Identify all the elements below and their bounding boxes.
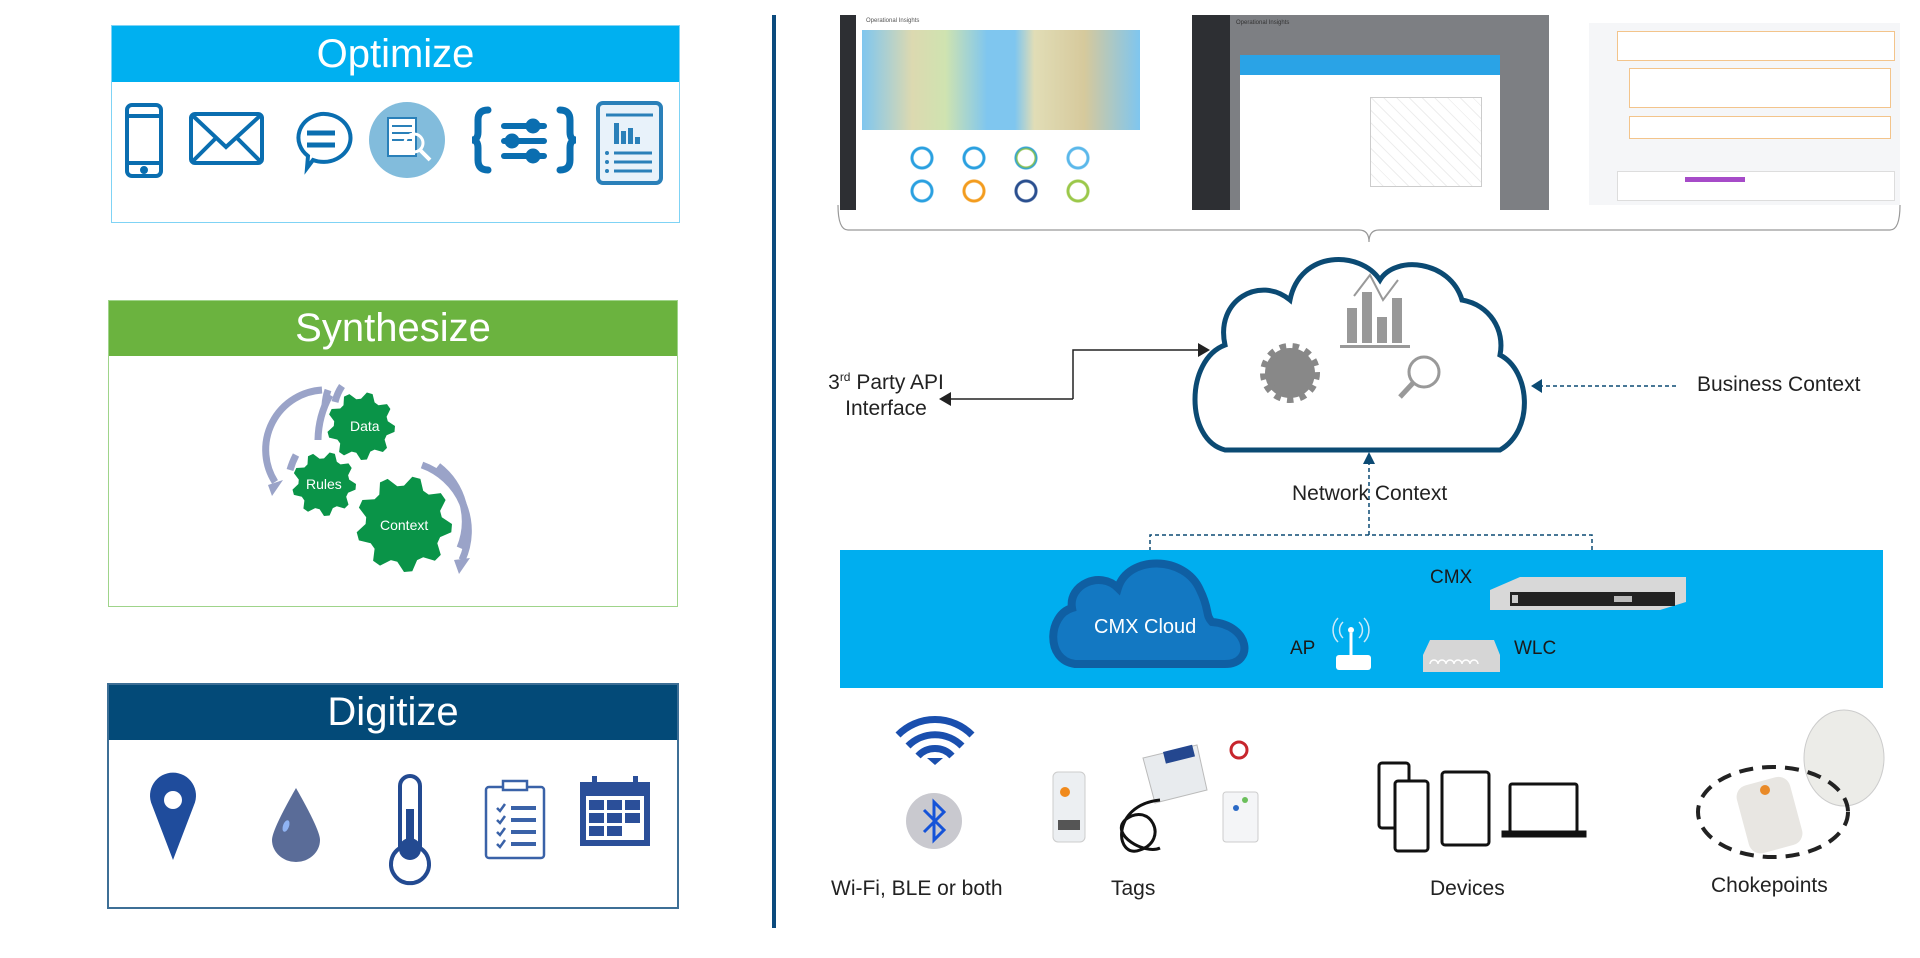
grouping-brace: [837, 204, 1901, 243]
thumb-floorplan: [1370, 97, 1482, 187]
thumb-action-buttons: [1685, 177, 1745, 182]
digitize-header: Digitize: [109, 685, 677, 740]
bluetooth-icon: [906, 793, 962, 849]
gear-rules: [292, 452, 356, 516]
wifi-icon: [895, 716, 975, 765]
api-label-line2: Interface: [845, 397, 927, 420]
digitize-panel: Digitize: [107, 683, 679, 909]
api-inbound-line: [1072, 349, 1200, 399]
screenshot-rule-editor: [1589, 23, 1900, 205]
thumb-donuts: [870, 143, 1130, 203]
document-search-icon: [369, 102, 445, 178]
gears: [292, 392, 452, 572]
thermometer-icon: [389, 774, 431, 886]
screenshot-dashboard: Operational Insights: [840, 15, 1144, 210]
network-context-label: Network Context: [1292, 482, 1448, 505]
category-wifi-ble: Wi-Fi, BLE or both: [831, 877, 1003, 900]
vertical-divider: [772, 15, 776, 928]
thumb-temperature: [1629, 116, 1891, 139]
magnifier-icon: [1398, 355, 1441, 399]
access-point-icon: [1332, 617, 1371, 670]
digitize-title: Digitize: [327, 690, 459, 734]
tags-image: [1052, 740, 1259, 853]
gear-label-data: Data: [350, 418, 380, 434]
location-pin-icon: [150, 772, 197, 860]
gear-icon: [1260, 343, 1320, 403]
cmx-cloud-label: CMX Cloud: [1094, 616, 1197, 638]
mail-icon: [189, 112, 264, 165]
network-context-arrow: [1363, 452, 1375, 464]
gear-label-rules: Rules: [306, 476, 342, 492]
thumb-title: Operational Insights: [866, 18, 920, 24]
analytics-cloud: [1192, 257, 1527, 453]
ap-label: AP: [1290, 638, 1316, 659]
wlc-icon: [1423, 640, 1500, 672]
bar-chart-icon: [1340, 273, 1410, 348]
arrowhead-right: [454, 558, 470, 574]
synthesize-panel: Synthesize: [108, 300, 678, 607]
gear-label-context: Context: [380, 517, 429, 533]
server-icon: [1490, 577, 1686, 610]
optimize-title: Optimize: [316, 31, 475, 76]
cycle-arrow-top: [331, 384, 345, 403]
thumb-actions: [1617, 171, 1895, 201]
mobile-phone-icon: [125, 103, 163, 178]
left-icons: [125, 101, 663, 886]
thumb-modal-header: [1240, 55, 1500, 75]
api-outbound-arrow: [939, 392, 951, 406]
report-icon: [596, 101, 663, 185]
category-devices: Devices: [1430, 877, 1505, 900]
thumb-sidebar: [1192, 15, 1230, 210]
calendar-icon: [580, 776, 650, 846]
cmx-label: CMX: [1430, 567, 1473, 588]
arrowhead-left: [268, 480, 283, 496]
thumb-location: [1629, 68, 1891, 108]
thumb-map: [862, 30, 1140, 130]
api-label-number: 3: [828, 371, 840, 394]
api-label-text: Party API: [850, 371, 944, 394]
wlc-label: WLC: [1514, 638, 1557, 659]
water-drop-icon: [272, 788, 320, 862]
thumb-title: Operational Insights: [1236, 20, 1290, 26]
thumb-conditions: [1617, 31, 1895, 61]
api-inbound-arrow: [1198, 343, 1210, 357]
chat-icon: [296, 111, 353, 175]
screenshot-asset-detail: Operational Insights: [1192, 15, 1549, 210]
category-chokepoints: Chokepoints: [1711, 874, 1828, 897]
gear-context: [356, 476, 452, 572]
gear-data: [327, 392, 395, 460]
business-context-label: Business Context: [1697, 373, 1861, 396]
checklist-icon: [484, 779, 546, 860]
synthesize-header: Synthesize: [109, 301, 677, 356]
chokepoint-icon: [1696, 709, 1885, 859]
api-settings-icon: [471, 106, 577, 174]
synthesize-title: Synthesize: [295, 306, 491, 350]
cycle-arrow-left: [262, 386, 323, 484]
cmx-cloud-icon: [1049, 559, 1249, 668]
cycle-arrow-right: [420, 461, 472, 562]
devices-icon: [1377, 761, 1587, 853]
optimize-panel: Optimize: [111, 25, 680, 223]
optimize-header: Optimize: [112, 26, 679, 82]
api-label: 3rd Party API Interface: [826, 364, 946, 422]
business-context-arrow: [1531, 379, 1542, 393]
api-label-sup: rd: [839, 370, 851, 384]
category-tags: Tags: [1111, 877, 1156, 900]
thumb-modal: [1240, 55, 1500, 210]
thumb-sidebar: [840, 15, 856, 210]
